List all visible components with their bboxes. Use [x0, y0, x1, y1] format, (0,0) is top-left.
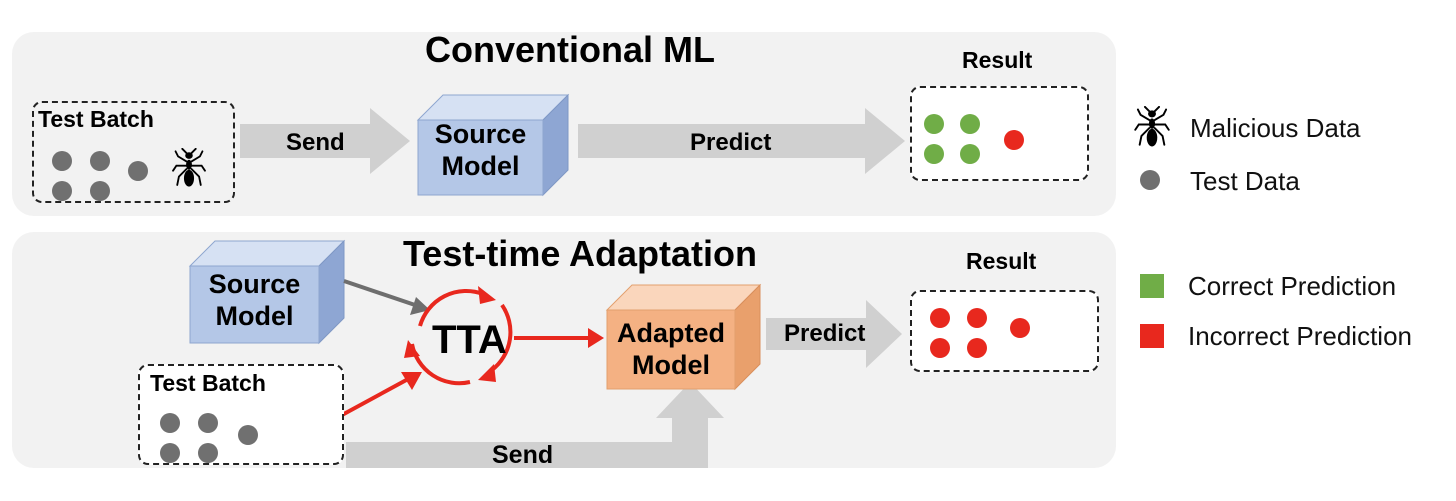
malicious-data-legend-icon	[1134, 106, 1170, 148]
test-data-dot	[238, 425, 258, 445]
source-model-label: Source Model	[434, 119, 527, 182]
incorrect-prediction-dot	[1010, 318, 1030, 338]
legend-malicious-data: Malicious Data	[1190, 113, 1361, 143]
tta-to-adapted-arrow	[514, 328, 604, 348]
predict-arrow	[578, 108, 905, 174]
correct-prediction-dot	[960, 114, 980, 134]
source-model-label: Source Model	[208, 269, 301, 332]
result-box	[910, 290, 1099, 372]
tta-label: TTA	[432, 318, 507, 362]
test-data-dot	[52, 151, 72, 171]
cycle-arrowheads	[404, 286, 496, 382]
test-data-dot	[198, 413, 218, 433]
tta-title: Test-time Adaptation	[402, 233, 757, 274]
incorrect-prediction-dot	[967, 308, 987, 328]
incorrect-prediction-dot	[967, 338, 987, 358]
incorrect-prediction-dot	[930, 338, 950, 358]
source-model-cube-icon	[188, 239, 346, 345]
test-batch-label: Test Batch	[150, 370, 266, 396]
predict-label: Predict	[784, 320, 866, 347]
test-batch-label: Test Batch	[38, 106, 154, 132]
test-data-dot	[90, 181, 110, 201]
adapted-model-label: Adapted Model	[617, 318, 725, 381]
source-model-cube-icon	[416, 93, 570, 197]
batch-to-tta-arrow	[341, 372, 422, 417]
result-box	[910, 86, 1089, 181]
source-to-tta-arrow	[343, 279, 430, 315]
send-label: Send	[286, 129, 345, 156]
test-data-legend-icon	[1140, 170, 1160, 190]
legend-test-data: Test Data	[1190, 166, 1300, 196]
test-data-dot	[160, 443, 180, 463]
conventional-ml-title: Conventional ML	[425, 29, 715, 70]
correct-prediction-dot	[960, 144, 980, 164]
test-data-dot	[160, 413, 180, 433]
legend-correct-prediction: Correct Prediction	[1188, 271, 1397, 301]
incorrect-prediction-dot	[1004, 130, 1024, 150]
predict-arrow	[766, 300, 902, 368]
send-up-arrow	[346, 382, 724, 468]
correct-prediction-swatch	[1140, 274, 1164, 298]
test-data-dot	[198, 443, 218, 463]
correct-prediction-dot	[924, 144, 944, 164]
test-data-dot	[128, 161, 148, 181]
result-label: Result	[962, 47, 1033, 73]
result-label: Result	[966, 248, 1037, 274]
incorrect-prediction-dot	[930, 308, 950, 328]
send-arrow	[240, 108, 410, 174]
test-batch-box	[32, 101, 235, 203]
correct-prediction-dot	[924, 114, 944, 134]
adapted-model-cube-icon	[605, 283, 762, 391]
test-data-dot	[52, 181, 72, 201]
send-label: Send	[492, 441, 554, 469]
legend-incorrect-prediction: Incorrect Prediction	[1188, 321, 1412, 351]
predict-label: Predict	[690, 129, 772, 156]
incorrect-prediction-swatch	[1140, 324, 1164, 348]
test-data-dot	[90, 151, 110, 171]
